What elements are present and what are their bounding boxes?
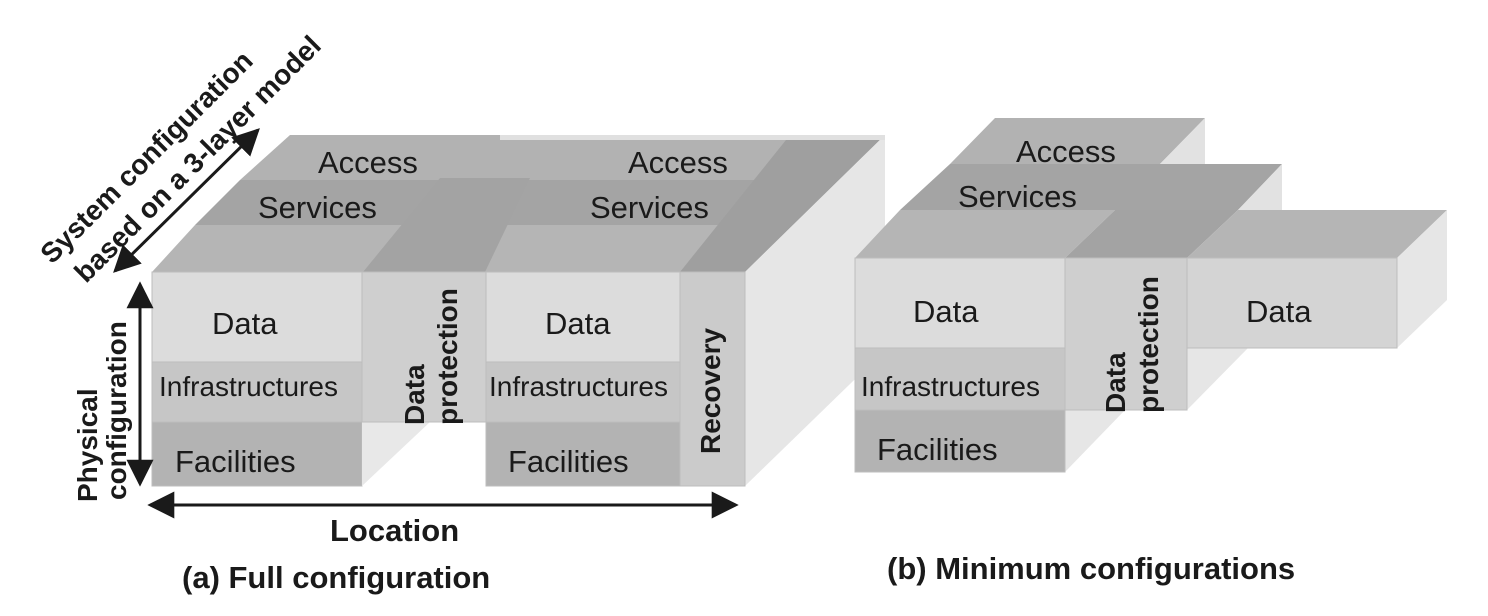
panel-a-full-configuration: Access Services Access Services Data Dat…	[34, 30, 885, 595]
panel-b-data-label-right: Data	[1246, 294, 1312, 329]
panel-b-dataprot-top	[1065, 210, 1238, 258]
panel-b-right-side	[1397, 210, 1447, 348]
panel-a-services-label-right: Services	[590, 190, 709, 225]
panel-b-facilities-label: Facilities	[877, 432, 998, 467]
panel-a-recovery-label: Recovery	[695, 327, 726, 454]
panel-b-data-block-left	[854, 257, 1066, 349]
panel-b-data-protection-label-line2: protection	[1133, 276, 1164, 413]
panel-b-dataprot-side	[1187, 348, 1248, 410]
panel-a-services-label-left: Services	[258, 190, 377, 225]
panel-b-access-label: Access	[1016, 134, 1116, 169]
panel-a-recovery-block	[679, 271, 746, 487]
physical-axis-label-line1: Physical	[72, 388, 103, 502]
panel-b-data-block-right	[1186, 257, 1398, 349]
panel-b-services-slab	[900, 164, 1282, 210]
panel-a-right-side	[745, 135, 885, 486]
panel-a-data-protection-label-line2: protection	[432, 288, 463, 425]
panel-a-infrastructures-label-right: Infrastructures	[489, 371, 668, 402]
panel-a-caption: (a) Full configuration	[182, 560, 490, 595]
panel-a-top-surface	[152, 135, 885, 486]
panel-a-access-slab	[240, 135, 885, 180]
panel-a-data-block-right	[485, 271, 681, 363]
panel-a-dataprot-top	[363, 178, 530, 272]
panel-a-infrastructures-label-left: Infrastructures	[159, 371, 338, 402]
panel-a-data-label-left: Data	[212, 306, 278, 341]
panel-a-facilities-label-right: Facilities	[508, 444, 629, 479]
panel-b-services-side	[1238, 164, 1282, 210]
panel-a-access-label-left: Access	[318, 145, 418, 180]
panel-a-right-module	[485, 271, 681, 487]
panel-a-data-label-right: Data	[545, 306, 611, 341]
panel-b-infrastructures-label: Infrastructures	[861, 371, 1040, 402]
panel-a-facilities-label-left: Facilities	[175, 444, 296, 479]
panel-a-data-protection-block	[361, 271, 487, 423]
layer-model-arrow	[113, 128, 260, 273]
panel-a-access-label-right: Access	[628, 145, 728, 180]
panel-a-data-protection-label-line1: Data	[399, 364, 430, 425]
panel-a-back-right	[500, 135, 885, 140]
panel-b-minimum-configurations: Access Services Data Data Infrastructure…	[854, 118, 1447, 586]
location-axis-label: Location	[330, 513, 459, 548]
panel-a-left-module	[151, 271, 430, 487]
panel-b-access-side	[1160, 118, 1205, 164]
panel-b-services-label: Services	[958, 179, 1077, 214]
panel-b-caption: (b) Minimum configurations	[887, 551, 1295, 586]
panel-a-left-module-side	[362, 422, 430, 486]
panel-b-data-top-right	[1187, 210, 1447, 258]
panel-a-facilities-block-right	[485, 421, 681, 487]
panel-b-infrastructures-block	[854, 347, 1066, 411]
panel-b-data-top-left	[855, 210, 1115, 258]
panel-b-facilities-side	[1065, 410, 1125, 472]
panel-b-facilities-block	[854, 409, 1066, 473]
panel-b-data-label-left: Data	[913, 294, 979, 329]
panel-a-recovery-top	[680, 135, 885, 272]
panel-b-data-protection-label-line1: Data	[1100, 352, 1131, 413]
physical-axis-label-line2: configuration	[101, 321, 132, 500]
panel-b-access-slab	[950, 118, 1205, 164]
